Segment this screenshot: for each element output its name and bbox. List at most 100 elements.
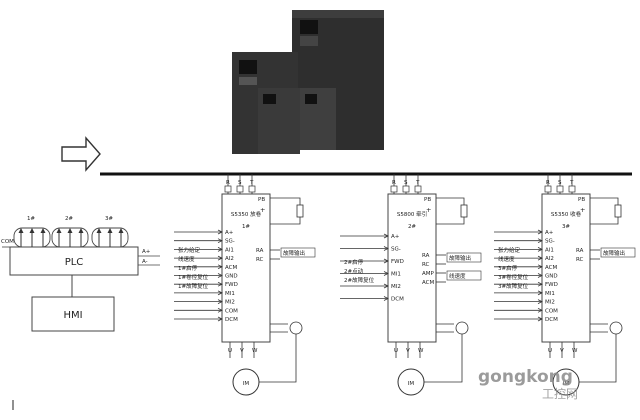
left-arrow-icon	[217, 290, 223, 296]
right-label-box	[446, 252, 482, 263]
motor-label: IM	[243, 381, 250, 387]
plc-output-arrow-icon	[78, 228, 84, 233]
right-terminal-label: AMP	[422, 271, 435, 277]
left-signal-label: 张力给定	[178, 246, 201, 254]
left-terminal-label: FWD	[545, 282, 558, 288]
plc-com-label: COM	[1, 239, 14, 245]
plc-output-arrow-icon	[107, 228, 113, 233]
power-terminal-label: R	[392, 180, 396, 186]
plc-output-arrow-icon	[29, 228, 35, 233]
right-label-box	[280, 247, 316, 258]
drive-box	[221, 193, 271, 343]
brake-resistor	[614, 204, 622, 218]
watermark-cn: 工控网	[542, 387, 578, 401]
power-terminal-label: T	[249, 180, 254, 186]
left-arrow-icon	[383, 271, 389, 276]
left-signal-label: 1#卷径复位	[178, 273, 209, 281]
left-arrow-icon	[537, 255, 543, 261]
left-arrow-icon	[217, 229, 223, 235]
plus-label: +	[260, 206, 265, 214]
motor-label: IM	[408, 381, 415, 387]
right-signal-label: 故障输出	[449, 254, 471, 262]
plc-output-label: 1#	[27, 216, 35, 222]
left-terminal-label: AI2	[545, 256, 554, 262]
left-arrow-icon	[537, 238, 543, 244]
left-arrow-icon	[217, 273, 223, 278]
left-terminal-label: DCM	[545, 317, 558, 323]
left-arrow-icon	[217, 255, 223, 261]
encoder-icon	[609, 321, 623, 335]
right-signal-label: 线速度	[449, 272, 466, 280]
left-terminal-label: GND	[545, 274, 558, 280]
hollow-arrow-icon	[61, 136, 101, 172]
power-terminal-box	[414, 185, 422, 193]
left-terminal-label: MI1	[225, 291, 235, 297]
left-arrow-icon	[537, 273, 543, 278]
left-arrow-icon	[537, 290, 543, 296]
left-terminal-label: COM	[225, 308, 238, 314]
power-terminal-label: R	[546, 180, 550, 186]
left-signal-label: 2#启停	[344, 258, 364, 266]
plc-output-arrow-icon	[96, 228, 102, 233]
left-arrow-icon	[537, 247, 543, 252]
right-terminal-label: RC	[256, 257, 264, 263]
left-signal-label: 1#故障复位	[178, 282, 209, 290]
motor-terminal-label: W	[252, 348, 258, 354]
pb-label: PB	[578, 197, 585, 203]
brake-wire	[436, 197, 465, 225]
left-terminal-label: A+	[391, 234, 400, 240]
drive-unit-label: 2#	[408, 224, 416, 230]
left-terminal-label: MI1	[545, 291, 555, 297]
right-label-box	[600, 247, 636, 258]
power-terminal-label: S	[558, 180, 562, 186]
power-terminal-label: T	[569, 180, 574, 186]
plc-output-group-2: 2#	[51, 216, 89, 248]
left-arrow-icon	[537, 281, 543, 287]
power-terminal-label: S	[238, 180, 242, 186]
left-terminal-label: COM	[545, 308, 558, 314]
right-signal-label: 故障输出	[283, 249, 305, 257]
left-signal-label: 3#卷径复位	[498, 273, 529, 281]
plc-output-arrow-icon	[67, 228, 73, 233]
left-terminal-label: MI2	[391, 284, 401, 290]
drive-box	[541, 193, 591, 343]
pb-label: PB	[424, 197, 431, 203]
hmi-block: HMI	[31, 275, 115, 332]
left-terminal-label: ACM	[545, 265, 558, 271]
drive-model-label: S5350 收卷	[551, 210, 582, 218]
power-terminal-box	[248, 185, 256, 193]
right-terminal-label: RA	[576, 248, 584, 254]
left-arrow-icon	[537, 229, 543, 235]
left-terminal-label: A+	[545, 230, 554, 236]
plc-output-label: 2#	[65, 216, 73, 222]
left-arrow-icon	[537, 316, 543, 322]
left-signal-label: 张力给定	[498, 246, 521, 254]
plc-output-label: 3#	[105, 216, 113, 222]
left-terminal-label: MI2	[545, 300, 555, 306]
drive-model-label: S5350 放卷	[231, 210, 262, 218]
drive-unit-label: 3#	[562, 224, 570, 230]
left-arrow-icon	[217, 307, 223, 313]
plc-output-group-3: 3#	[91, 216, 129, 248]
motor-encoder-wire	[259, 334, 297, 383]
brake-resistor	[296, 204, 304, 218]
plc-output-arrow-icon	[56, 228, 62, 233]
left-arrow-icon	[217, 316, 223, 322]
encoder-icon	[289, 321, 303, 335]
plus-label: +	[426, 206, 431, 214]
drive-box	[387, 193, 437, 343]
left-signal-label: 2#故障复位	[344, 276, 375, 284]
motor-label: IM	[563, 381, 570, 387]
left-arrow-icon	[217, 238, 223, 244]
plc-label: PLC	[65, 257, 84, 268]
left-signal-label: 3#启停	[498, 264, 518, 272]
power-terminal-box	[402, 185, 410, 193]
left-terminal-label: SG-	[225, 239, 235, 245]
power-terminal-box	[556, 185, 564, 193]
left-arrow-icon	[217, 264, 223, 270]
pb-label: PB	[258, 197, 265, 203]
left-signal-label: 3#故障复位	[498, 282, 529, 290]
hmi-label: HMI	[63, 310, 82, 321]
